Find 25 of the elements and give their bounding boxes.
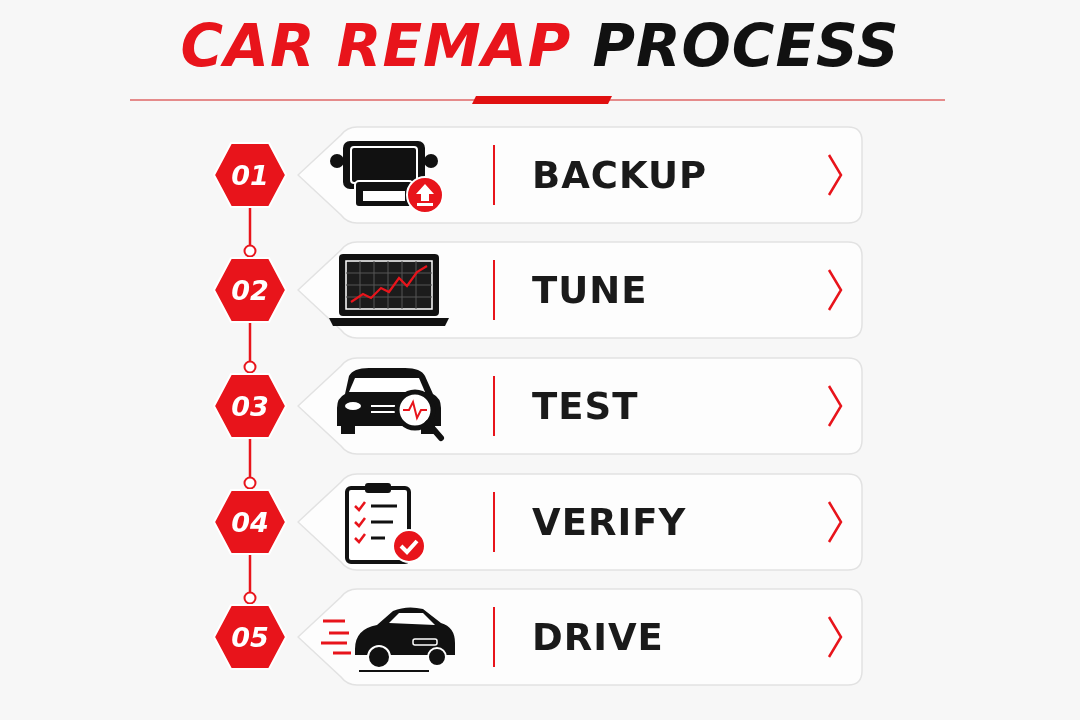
step-number: 01: [230, 158, 270, 193]
connector-line: [243, 208, 257, 258]
step-label: TUNE: [532, 267, 648, 314]
title: CAR REMAP PROCESS: [179, 12, 901, 80]
connector-line: [243, 555, 257, 605]
connector-line: [243, 439, 257, 490]
hexagon-badge: [213, 257, 287, 323]
step-number: 04: [230, 505, 270, 540]
step-label: BACKUP: [532, 152, 708, 199]
step-card: [297, 241, 863, 339]
hexagon-badge: [213, 604, 287, 670]
hexagon-badge: [213, 373, 287, 439]
step-card: [297, 473, 863, 571]
hexagon-badge: [213, 142, 287, 208]
step-card: [297, 588, 863, 686]
step-number: 02: [230, 273, 270, 308]
step-card: [297, 126, 863, 224]
step-label: TEST: [532, 383, 639, 430]
step-label: DRIVE: [532, 614, 664, 661]
step-number: 03: [230, 389, 270, 424]
hexagon-badge: [213, 489, 287, 555]
step-card: [297, 357, 863, 455]
step-number: 05: [230, 620, 270, 655]
step-label: VERIFY: [532, 499, 687, 546]
connector-line: [243, 323, 257, 374]
